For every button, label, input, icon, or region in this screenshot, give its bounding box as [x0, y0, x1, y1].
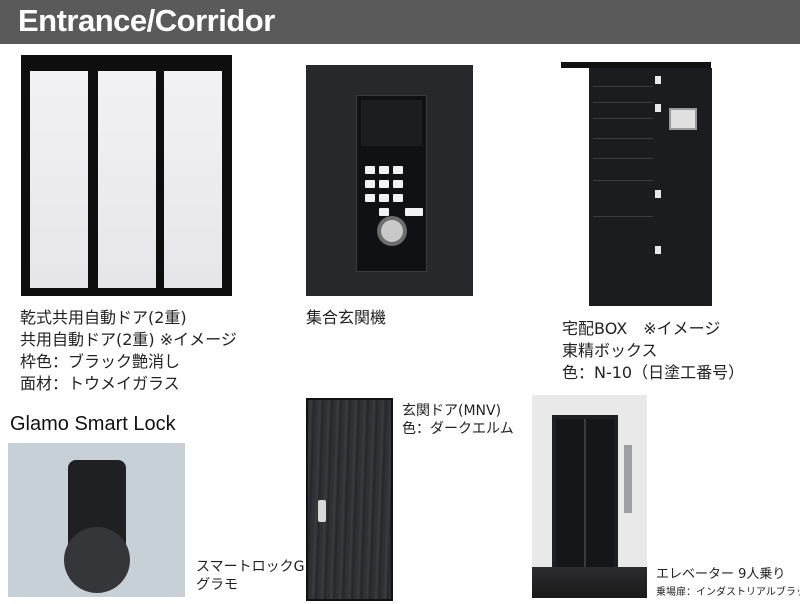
keypad-key	[405, 208, 423, 216]
section-header: Entrance/Corridor	[0, 0, 800, 44]
smart-lock-image	[8, 443, 185, 597]
locker-tag	[655, 76, 661, 84]
keypad-key	[365, 180, 375, 188]
locker-divider	[593, 180, 653, 181]
caption-line: 乾式共用自動ドア(2重)	[20, 308, 187, 327]
elevator-door	[556, 419, 614, 569]
door-glass-pane	[164, 71, 222, 288]
keypad-key	[379, 194, 389, 202]
caption-line: 東精ボックス	[562, 341, 658, 360]
keypad-key	[379, 208, 389, 216]
lock-knob	[64, 527, 130, 593]
caption-line: 共用自動ドア(2重) ※イメージ	[20, 330, 237, 349]
elevator-image	[532, 395, 647, 598]
entrance-door-caption: 玄関ドア(MNV) 色：ダークエルム	[402, 402, 514, 438]
door-glass-pane	[30, 71, 88, 288]
locker-divider	[593, 138, 653, 139]
locker-tag	[655, 246, 661, 254]
caption-line: 色：N-10（日塗工番号）	[562, 363, 745, 382]
smart-lock-caption: スマートロックG グラモ	[196, 558, 304, 594]
caption-line: 乗場扉：インダストリアルブラック	[656, 587, 800, 598]
section-title: Entrance/Corridor	[18, 3, 275, 38]
caption-line: 集合玄関機	[306, 308, 387, 327]
auto-door-caption: 乾式共用自動ドア(2重) 共用自動ドア(2重) ※イメージ 枠色：ブラック艶消し…	[20, 307, 237, 395]
intercom-plate	[356, 95, 427, 272]
entrance-door-image	[306, 398, 393, 601]
caption-line: 色：ダークエルム	[402, 421, 514, 437]
keypad-key	[365, 166, 375, 174]
keypad-key	[393, 180, 403, 188]
locker-divider	[593, 86, 653, 87]
caption-line: 玄関ドア(MNV)	[402, 403, 502, 419]
intercom-image	[306, 65, 473, 296]
keypad-key	[365, 194, 375, 202]
door-glass-pane	[98, 71, 156, 288]
caption-line: 枠色：ブラック艶消し	[20, 352, 181, 371]
door-handle	[318, 500, 326, 522]
caption-line: 宅配BOX ※イメージ	[562, 319, 721, 338]
elevator-door-seam	[584, 419, 586, 569]
elevator-caption: エレベーター 9人乗り 乗場扉：インダストリアルブラック	[656, 566, 800, 602]
caption-line: 面材：トウメイガラス	[20, 374, 180, 393]
intercom-display	[361, 100, 422, 146]
caption-line: エレベーター 9人乗り	[656, 567, 786, 582]
locker-divider	[593, 118, 653, 119]
locker-tag	[655, 104, 661, 112]
elevator-floor	[532, 567, 647, 598]
locker-divider	[593, 158, 653, 159]
locker-divider	[593, 216, 653, 217]
caption-line: スマートロックG	[196, 559, 305, 575]
locker-tag	[655, 190, 661, 198]
elevator-call-panel	[624, 445, 632, 513]
keypad-key	[379, 166, 389, 174]
delivery-box-caption: 宅配BOX ※イメージ 東精ボックス 色：N-10（日塗工番号）	[562, 318, 744, 384]
keypad-key	[379, 180, 389, 188]
box-control-screen	[669, 108, 697, 130]
locker-divider	[593, 102, 653, 103]
keypad-key	[393, 194, 403, 202]
smart-lock-title: Glamo Smart Lock	[10, 413, 176, 435]
delivery-box-image	[561, 62, 712, 306]
caption-line: グラモ	[196, 577, 238, 593]
auto-door-image	[21, 55, 232, 296]
keypad-key	[393, 166, 403, 174]
box-canopy	[561, 62, 711, 68]
intercom-caption: 集合玄関機	[306, 307, 386, 329]
key-reader	[377, 216, 407, 246]
